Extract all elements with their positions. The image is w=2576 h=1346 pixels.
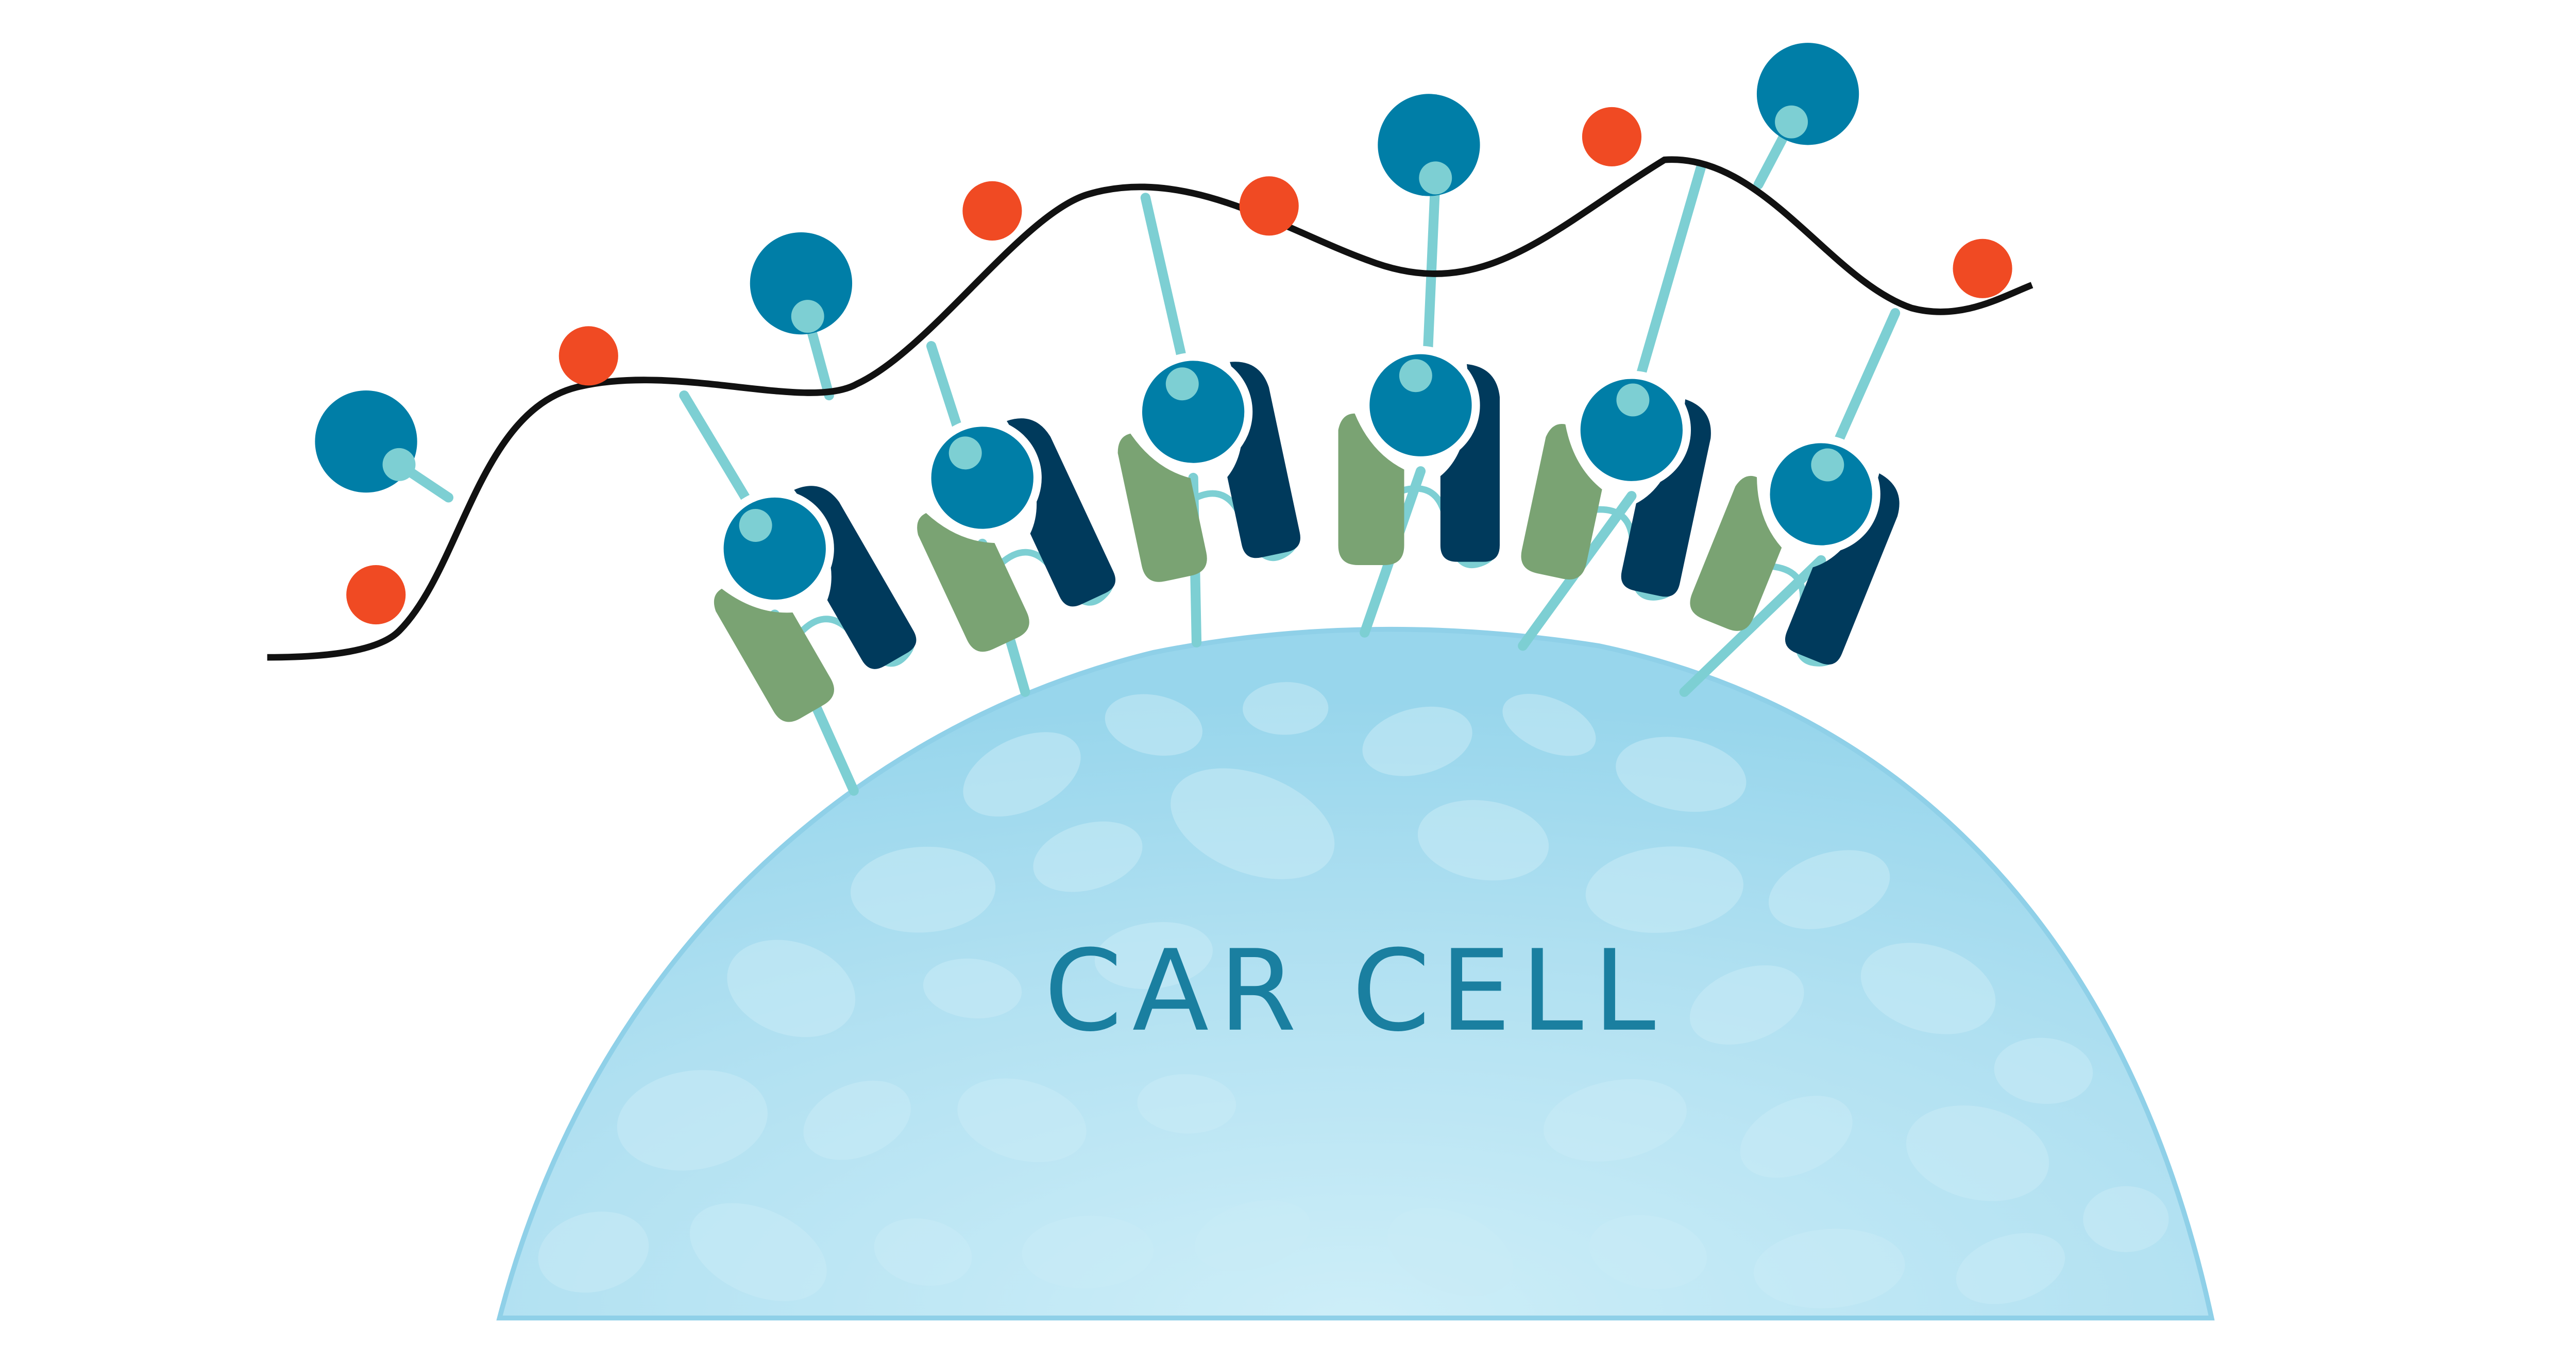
receptor-left-chain (714, 588, 834, 722)
target-dot-icon (1239, 176, 1299, 236)
antigen-knob (1419, 161, 1452, 195)
cell-texture-blob (1362, 706, 1472, 776)
receptor-left-chain (1338, 413, 1404, 566)
car-receptor-icon (917, 418, 1115, 652)
cell-texture-blob (1585, 846, 1743, 933)
antigen-stalk (1140, 193, 1192, 384)
cell-texture-blob (874, 1218, 972, 1286)
car-receptor-icon (714, 486, 917, 722)
antigen-knob (1775, 105, 1808, 139)
antigen-ball-icon (1369, 354, 1472, 456)
cell-texture-blob (727, 940, 856, 1037)
receptor-right-chain (1621, 399, 1711, 597)
cell-texture-blob (803, 1080, 911, 1160)
cell-texture-blob (957, 1078, 1087, 1163)
cell-texture-blob (850, 846, 996, 933)
car-receptor-icon (1690, 435, 1900, 667)
antigen-stalk (1824, 308, 1901, 467)
antigen-stalk (1630, 163, 1706, 401)
car-receptor-icon (1338, 346, 1500, 569)
antigen-ball-icon (1378, 94, 1480, 196)
car-receptor-icon (1117, 352, 1300, 582)
cell-texture-blob (1956, 1233, 2065, 1304)
cell-texture-blob (538, 1212, 649, 1293)
receptor-left-chain (917, 513, 1029, 652)
antigen-knob (382, 448, 416, 481)
target-strand (267, 156, 2033, 661)
receptor-left-chain (1690, 475, 1782, 631)
cell-texture-blob (1753, 1229, 1905, 1308)
cell-label: CAR CELL (1044, 926, 1666, 1057)
cell-texture-blob (1171, 768, 1335, 879)
target-dots (346, 107, 2012, 625)
cell-texture-blob (1740, 1096, 1853, 1178)
antigen-ball-icon (1770, 443, 1872, 546)
antigen-ball-icon (1580, 379, 1683, 481)
receptor-left-chain (1521, 424, 1602, 580)
cell-texture (538, 682, 2169, 1308)
cell-texture-blob (1022, 1216, 1154, 1289)
cell-texture-blob (1994, 1037, 2093, 1104)
target-dot-icon (1953, 238, 2012, 298)
target-dot-icon (346, 565, 406, 625)
antigen-knob (739, 508, 772, 542)
target-dot-icon (962, 181, 1022, 241)
cell-texture-blob (2083, 1186, 2169, 1252)
cell-texture-blob (1243, 682, 1329, 735)
cell-texture-blob (1387, 1207, 1514, 1297)
cell-texture-blob (1616, 737, 1747, 812)
antigen-knob (1616, 383, 1650, 417)
car-receptors (315, 43, 1900, 722)
cell-texture-blob (1860, 943, 1996, 1034)
target-dot-icon (558, 326, 618, 386)
car-receptor-icon (1521, 370, 1711, 601)
antigen-knob (1399, 359, 1432, 393)
cell-texture-blob (1105, 694, 1202, 756)
cell-texture-blob (963, 732, 1081, 817)
antigen-ball-icon (750, 232, 853, 335)
cell-texture-blob (1906, 1105, 2049, 1201)
car-cell (496, 626, 2215, 1321)
target-dot-icon (1582, 107, 1642, 167)
antigen-knob (1165, 367, 1199, 401)
cell-texture-blob (1194, 1200, 1311, 1271)
cell-texture-blob (1502, 694, 1596, 756)
receptor-left-chain (1117, 433, 1207, 582)
cell-texture-blob (923, 958, 1022, 1019)
cell-texture-blob (1417, 800, 1549, 881)
antigen-ball-icon (1756, 43, 1859, 145)
cell-texture-blob (1689, 965, 1804, 1045)
cell-texture-blob (1589, 1215, 1707, 1289)
cell-texture-blob (1137, 1074, 1236, 1134)
cell-texture-blob (1094, 922, 1213, 990)
antigen-knob (1811, 448, 1844, 482)
receptor-right-chain (1440, 364, 1500, 562)
cell-texture-blob (1543, 1079, 1687, 1162)
antigen-knob (948, 436, 982, 470)
cell-texture-blob (617, 1070, 768, 1171)
cell-texture-blob (1769, 850, 1890, 929)
cell-texture-blob (689, 1203, 827, 1301)
cell-texture-blob (1033, 821, 1143, 892)
antigen-knob (791, 300, 824, 333)
